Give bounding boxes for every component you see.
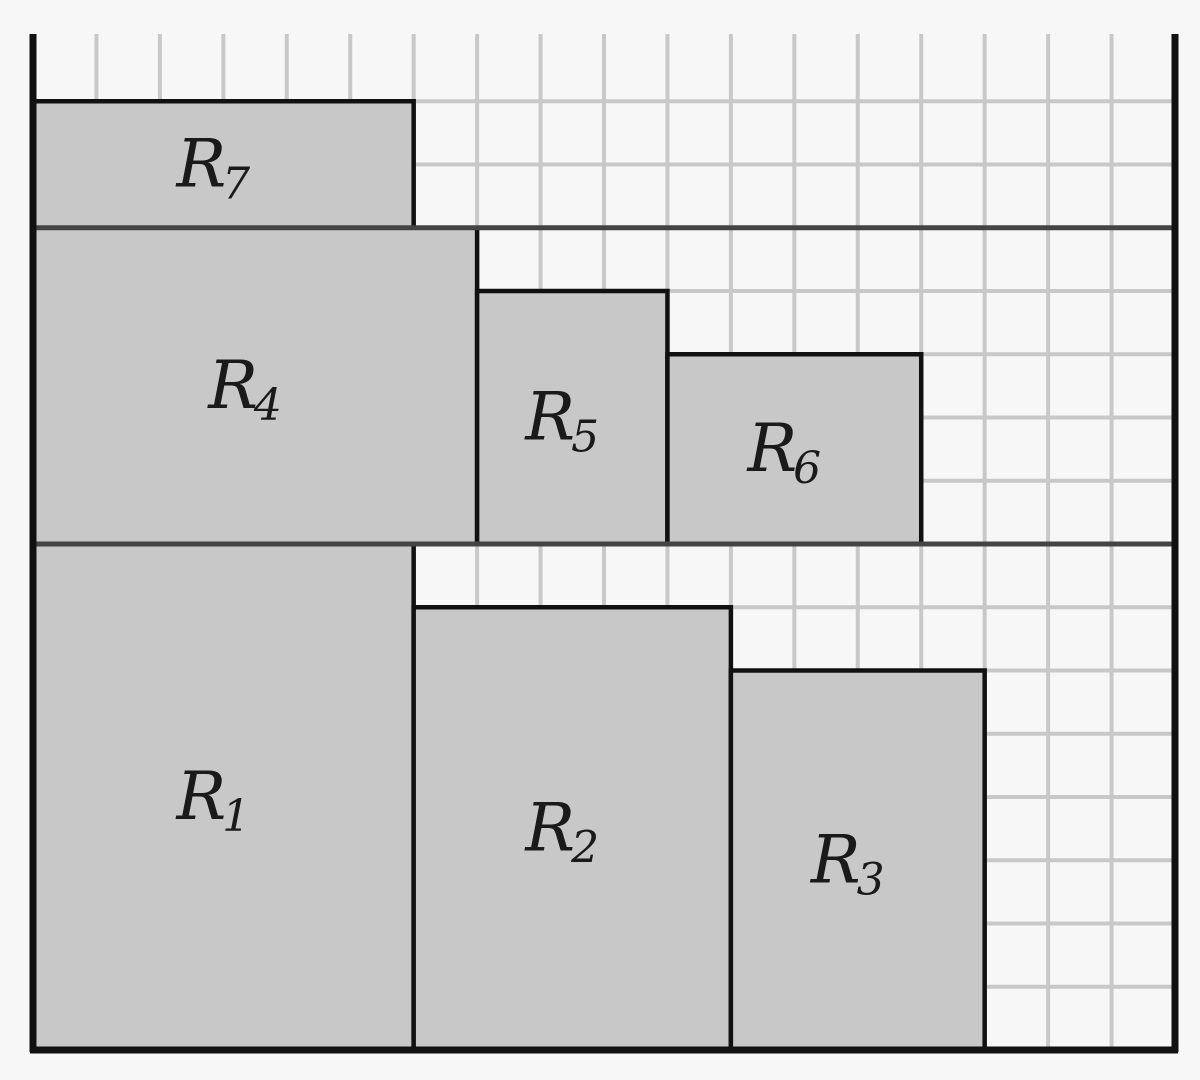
rectangle-label: R6 (746, 410, 821, 494)
rectangle-r4: R4 (30, 225, 480, 547)
rectangle-label: R5 (524, 379, 599, 463)
rectangle-shape (30, 541, 416, 1053)
rectangle-label-letter: R (175, 758, 226, 835)
rectangle-label-letter: R (175, 126, 226, 203)
rectangle-r6: R6 (665, 352, 924, 547)
rectangle-label: R2 (524, 790, 599, 874)
rectangle-label-subscript: 4 (253, 380, 282, 431)
rectangle-shape (728, 668, 987, 1053)
rectangle-r3: R3 (728, 668, 987, 1053)
rectangle-shape (30, 99, 416, 230)
rectangle-label-subscript: 3 (857, 854, 885, 905)
rectangle-r1: R1 (30, 541, 416, 1053)
rectangle-label: R7 (175, 126, 250, 210)
rectangle-label-letter: R (524, 790, 575, 867)
rectangle-label-subscript: 1 (222, 791, 250, 842)
rectangle-label-subscript: 7 (222, 159, 250, 210)
rectangle-label-subscript: 6 (793, 443, 821, 494)
rectangle-label-subscript: 5 (571, 412, 599, 463)
rectangle-label: R3 (810, 821, 885, 905)
strip-frame (29, 34, 1179, 1054)
rectangle-label-letter: R (524, 379, 575, 456)
rectangle-label-letter: R (810, 821, 861, 898)
rectangle-label: R1 (175, 758, 250, 842)
rectangle-label: R4 (207, 347, 282, 431)
rectangle-shape (30, 225, 480, 547)
rectangle-r2: R2 (411, 605, 734, 1053)
rectangle-label-subscript: 2 (570, 823, 599, 874)
rectangle-label-letter: R (746, 410, 797, 487)
rectangle-label-letter: R (207, 347, 258, 424)
level-lines (33, 225, 1175, 547)
rectangle-r5: R5 (474, 288, 670, 547)
rectangle-r7: R7 (30, 99, 416, 230)
rectangle-shape (665, 352, 924, 547)
